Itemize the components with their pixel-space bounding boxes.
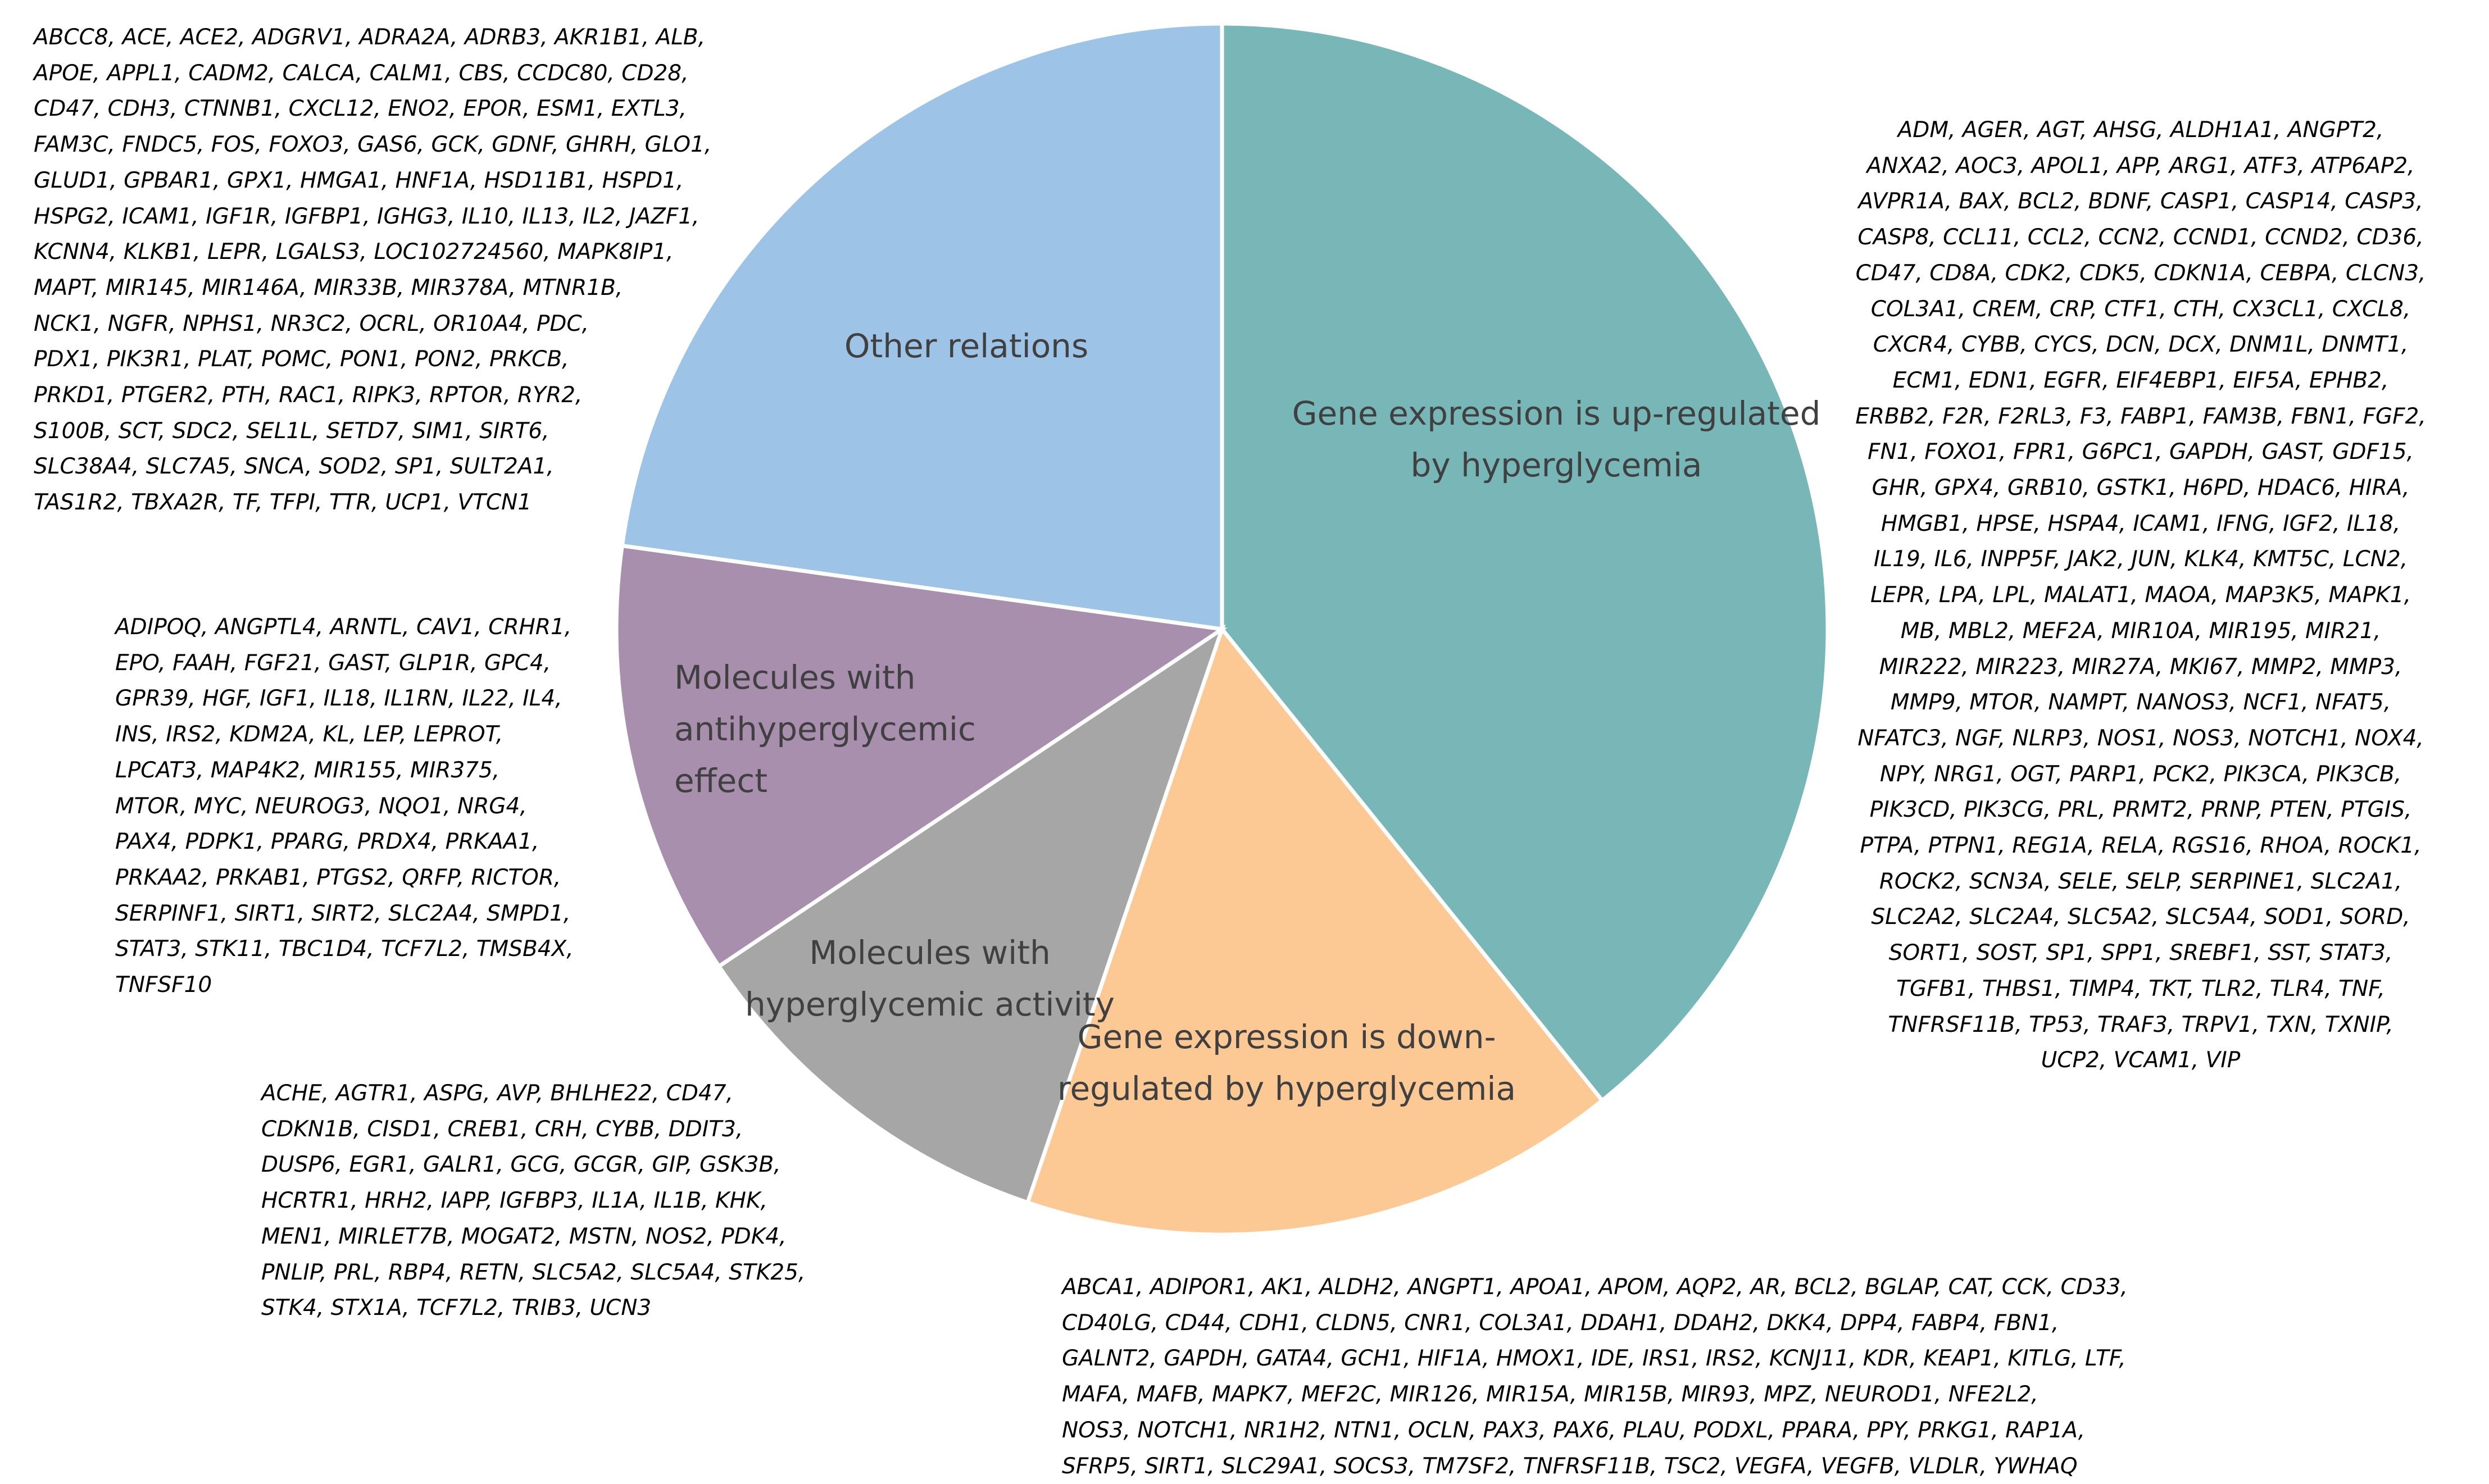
pie-slices: [614, 21, 1830, 1237]
slice-label-antihyperglycemic-effect: Molecules with antihyperglycemic effect: [674, 658, 976, 800]
slice-label-up-regulated: Gene expression is up-regulated by hyper…: [1292, 394, 1821, 484]
slice-antihyperglycemic-effect: [614, 543, 1228, 969]
gene-list-down-regulated: ABCA1, ADIPOR1, AK1, ALDH2, ANGPT1, APOA…: [1062, 1274, 2128, 1479]
gene-list-other-relations: ABCC8, ACE, ACE2, ADGRV1, ADRA2A, ADRB3,…: [34, 25, 712, 516]
slice-label-hyperglycemic-activity: Molecules with hyperglycemic activity: [745, 934, 1115, 1023]
slice-label-other-relations: Other relations: [844, 327, 1089, 365]
slice-other-relations: [620, 21, 1224, 632]
gene-list-up-regulated: ADM, AGER, AGT, AHSG, ALDH1A1, ANGPT2, A…: [1855, 117, 2426, 1073]
slice-hyperglycemic-activity: [716, 624, 1226, 1205]
gene-list-antihyperglycemic-effect: ADIPOQ, ANGPTL4, ARNTL, CAV1, CRHR1, EPO…: [115, 614, 574, 998]
slice-label-down-regulated: Gene expression is down-regulated by hyp…: [1057, 1018, 1516, 1108]
gene-list-hyperglycemic-activity: ACHE, AGTR1, ASPG, AVP, BHLHE22, CD47, C…: [261, 1081, 806, 1321]
slice-up-regulated: [1220, 21, 1830, 1104]
